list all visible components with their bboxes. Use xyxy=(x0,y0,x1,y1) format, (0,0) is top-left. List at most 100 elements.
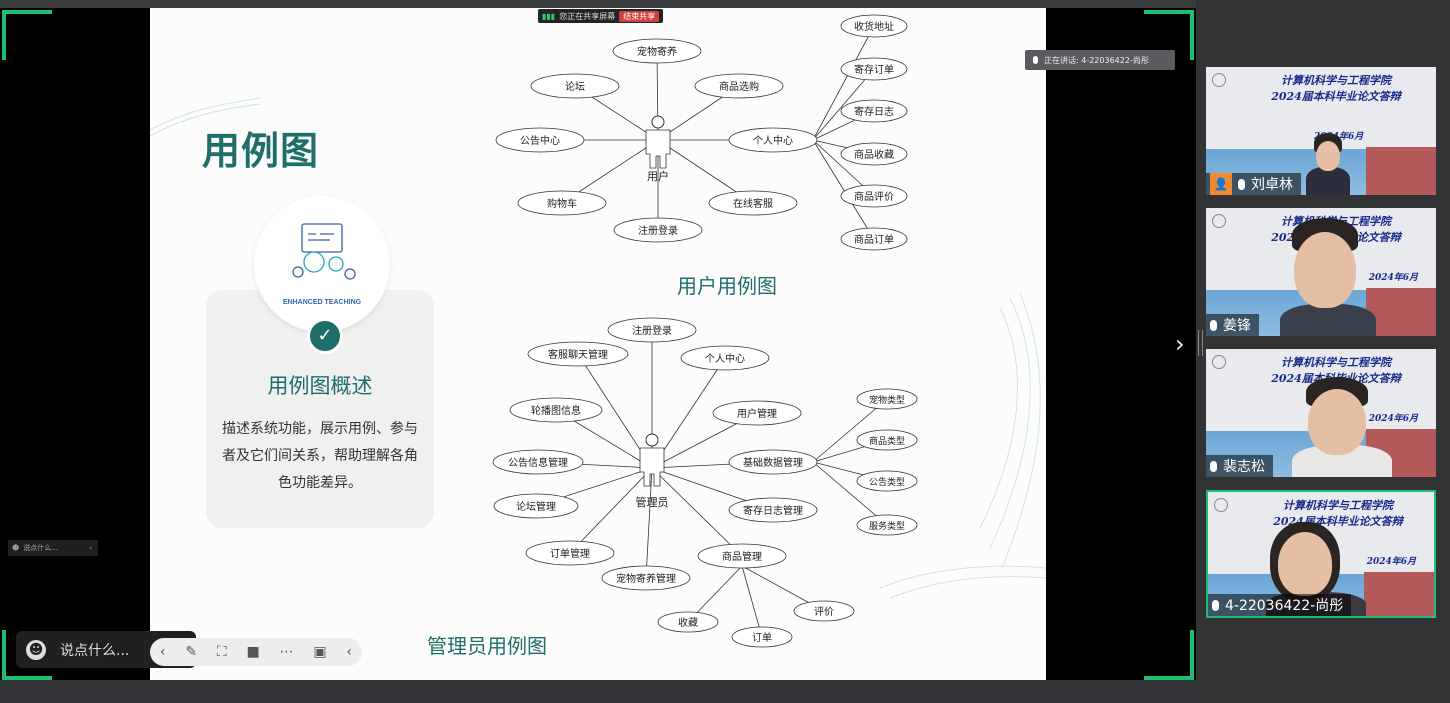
use-case-label: 商品管理 xyxy=(722,550,762,563)
participant-name: 4-22036422-尚彤 xyxy=(1225,598,1344,614)
use-case-ellipse: 注册登录 xyxy=(613,217,703,243)
bottom-strip xyxy=(0,680,1196,703)
actor-label: 用户 xyxy=(647,169,669,183)
use-case-label: 宠物寄养 xyxy=(637,45,677,58)
use-case-label: 订单管理 xyxy=(550,547,590,560)
card-title: 用例图概述 xyxy=(267,374,373,398)
emoji-icon[interactable]: ☻ xyxy=(26,639,46,660)
screen-share-banner: ▮▮▮ 您正在共享屏幕 结束共享 xyxy=(538,9,664,23)
tile-subtitle: 2024届本科毕业论文答辩 xyxy=(1273,515,1403,528)
tile-date: 2024年6月 xyxy=(1366,557,1416,567)
camera-icon[interactable]: ■ xyxy=(246,644,260,660)
tile-building xyxy=(1364,572,1434,616)
mini-chat-placeholder: 说点什么... xyxy=(23,544,58,552)
badge-text: ENHANCED TEACHING xyxy=(282,299,362,306)
participant-tile[interactable]: 计算机科学与工程学院 2024届本科毕业论文答辩 2024年6月 👤 刘卓林 xyxy=(1206,67,1436,195)
chevron-right-icon[interactable]: › xyxy=(1175,330,1185,358)
use-case-ellipse: 公告信息管理 xyxy=(492,449,584,475)
teaching-illustration-icon xyxy=(292,223,356,280)
association-line xyxy=(651,467,743,557)
mini-chat-input[interactable]: ☻ 说点什么... ‹ xyxy=(8,540,98,556)
use-case-label: 寄存订单 xyxy=(854,63,894,76)
participant-name-tag: 👤 刘卓林 xyxy=(1206,173,1301,195)
presentation-slide: 用例图 ENHANCED TEACHING ✓ 用例图概述 描述系统功能，展示用… xyxy=(150,8,1046,680)
tile-building xyxy=(1366,147,1436,195)
top-strip xyxy=(0,0,1450,8)
use-case-label: 客服聊天管理 xyxy=(548,348,608,361)
use-case-ellipse: 个人中心 xyxy=(728,127,818,153)
school-seal-icon xyxy=(1212,73,1226,87)
annotation-toolbar: ‹ ✎ ⛶ ■ ⋯ ▣ ‹ xyxy=(150,638,362,666)
association-line xyxy=(812,461,888,526)
use-case-ellipse: 商品评价 xyxy=(840,184,908,208)
use-case-ellipse: 商品类型 xyxy=(856,429,918,451)
frame-corner xyxy=(1144,10,1194,60)
use-case-label: 公告信息管理 xyxy=(508,456,568,469)
use-case-ellipse: 在线客服 xyxy=(708,190,798,216)
smile-icon: ☻ xyxy=(12,544,20,552)
use-case-label: 注册登录 xyxy=(638,224,678,237)
person-face xyxy=(1316,141,1340,171)
use-case-ellipse: 注册登录 xyxy=(607,317,697,343)
participant-tile-active[interactable]: 计算机科学与工程学院 2024届本科毕业论文答辩 2024年6月 4-22036… xyxy=(1206,490,1436,618)
use-case-ellipse: 订单管理 xyxy=(525,540,615,566)
slide-title: 用例图 xyxy=(202,131,320,173)
use-case-label: 商品收藏 xyxy=(854,148,894,161)
use-case-label: 论坛 xyxy=(565,80,585,93)
use-case-ellipse: 订单 xyxy=(731,626,793,648)
more-icon[interactable]: ⋯ xyxy=(279,644,294,660)
screenshot-icon[interactable]: ⛶ xyxy=(216,644,227,660)
use-case-ellipse: 寄存日志管理 xyxy=(728,497,818,523)
mic-icon xyxy=(1210,319,1217,331)
use-case-label: 商品订单 xyxy=(854,233,894,246)
use-case-label: 基础数据管理 xyxy=(743,456,803,469)
pen-icon[interactable]: ✎ xyxy=(185,644,198,660)
frame-corner xyxy=(2,10,52,60)
association-line xyxy=(812,139,875,240)
participant-name: 裴志松 xyxy=(1223,459,1265,475)
tile-subtitle: 2024届本科毕业论文答辩 xyxy=(1271,90,1401,103)
frame-corner xyxy=(1144,630,1194,680)
mic-icon xyxy=(1033,56,1038,64)
participant-tile[interactable]: 计算机科学与工程学院 2024届本科毕业论文答辩 2024年6月 姜锋 xyxy=(1206,208,1436,336)
person-body xyxy=(1306,167,1350,195)
use-case-ellipse: 购物车 xyxy=(517,190,607,216)
collapse-toolbar-icon[interactable]: ‹ xyxy=(159,644,166,660)
use-case-label: 收藏 xyxy=(678,616,698,629)
use-case-label: 商品评价 xyxy=(854,190,894,203)
use-case-ellipse: 论坛 xyxy=(530,73,620,99)
tile-title: 计算机科学与工程学院 xyxy=(1281,74,1391,87)
association-line xyxy=(741,565,763,638)
use-case-ellipse: 商品选购 xyxy=(694,73,784,99)
person-face xyxy=(1308,389,1366,455)
use-case-ellipse: 公告中心 xyxy=(495,127,585,153)
use-case-ellipse: 客服聊天管理 xyxy=(527,341,629,367)
actor-figure: 用户 xyxy=(645,115,671,183)
hide-toolbar-icon[interactable]: ‹ xyxy=(346,644,353,660)
mic-icon xyxy=(1212,599,1219,611)
school-seal-icon xyxy=(1212,355,1226,369)
mic-icon xyxy=(1210,460,1217,472)
use-case-ellipse: 宠物寄养管理 xyxy=(601,565,691,591)
stop-share-button[interactable]: 结束共享 xyxy=(619,10,660,22)
user-avatar-icon: 👤 xyxy=(1210,173,1232,195)
panel-drag-handle[interactable] xyxy=(1198,330,1203,356)
use-case-label: 服务类型 xyxy=(869,520,905,532)
use-case-label: 轮播图信息 xyxy=(531,404,581,417)
admin-diagram-caption: 管理员用例图 xyxy=(427,634,547,658)
use-case-label: 注册登录 xyxy=(632,324,672,337)
participant-name: 姜锋 xyxy=(1223,318,1251,334)
use-case-ellipse: 收藏 xyxy=(657,611,719,633)
use-case-ellipse: 评价 xyxy=(793,600,855,622)
use-case-ellipse: 收货地址 xyxy=(840,14,908,38)
collapse-icon[interactable]: ‹ xyxy=(89,544,92,552)
save-icon[interactable]: ▣ xyxy=(313,644,327,660)
person-face xyxy=(1278,532,1332,596)
tile-title: 计算机科学与工程学院 xyxy=(1283,499,1393,512)
use-case-label: 寄存日志管理 xyxy=(743,504,803,517)
use-case-ellipse: 商品订单 xyxy=(840,227,908,251)
use-case-label: 商品类型 xyxy=(869,435,905,447)
use-case-ellipse: 服务类型 xyxy=(856,514,918,536)
participant-tile[interactable]: 计算机科学与工程学院 2024届本科毕业论文答辩 2024年6月 裴志松 xyxy=(1206,349,1436,477)
use-case-label: 在线客服 xyxy=(733,197,773,210)
